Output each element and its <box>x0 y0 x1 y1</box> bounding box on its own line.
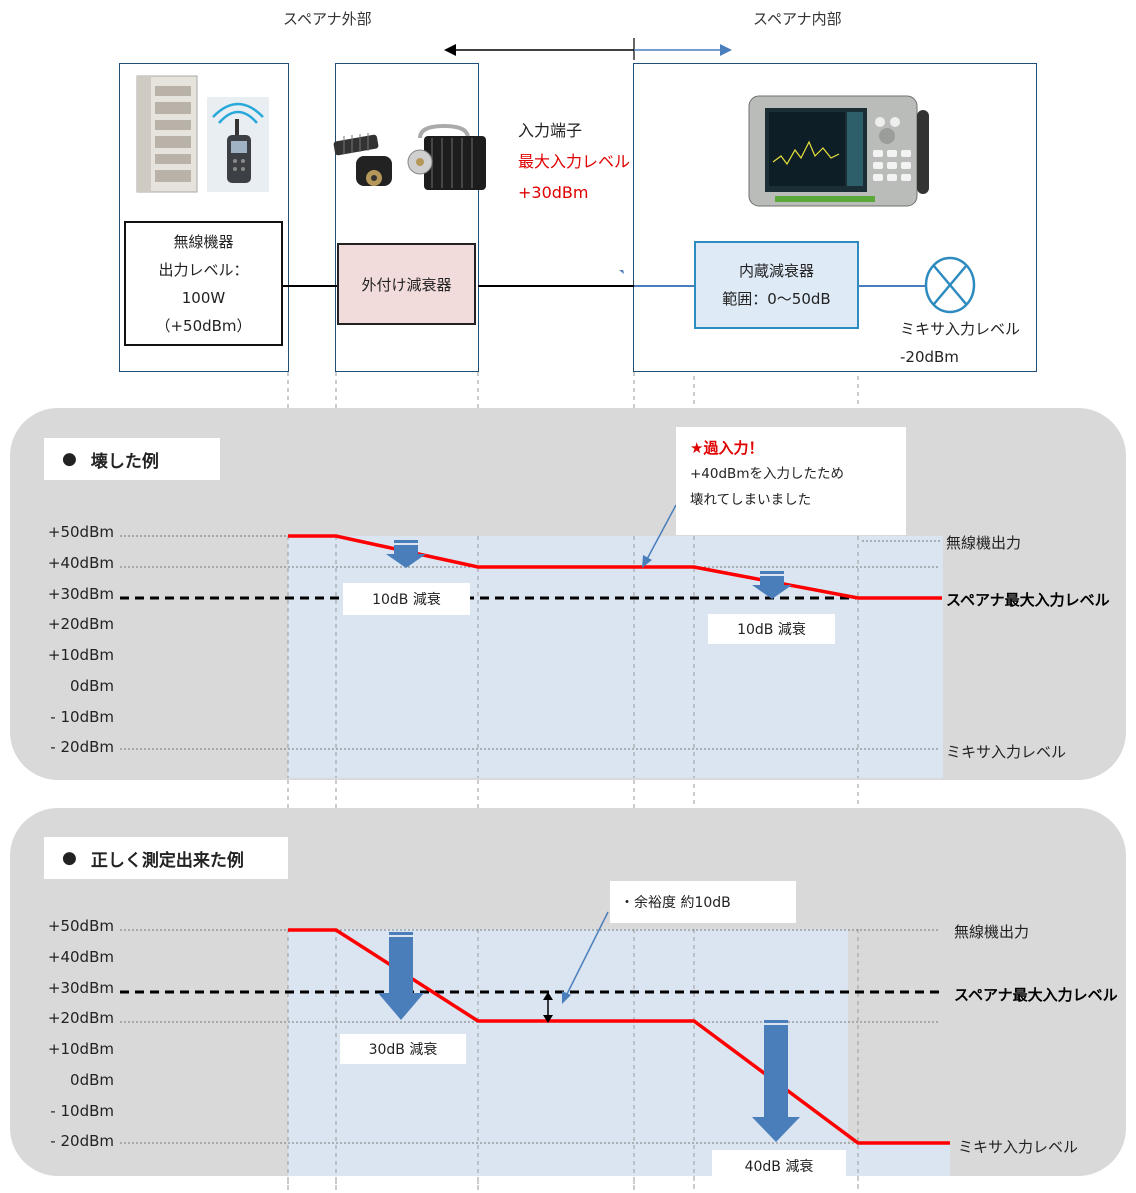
radio-line-4: （+50dBm） <box>155 316 252 335</box>
input-terminal-title: 入力端子 <box>518 121 583 140</box>
correct-atten-arrow-2 <box>752 1020 800 1142</box>
signal-path <box>283 270 926 287</box>
correct-level-line <box>288 928 950 1145</box>
broken-atten-label-1: 10dB 減衰 <box>343 583 470 615</box>
internal-attenuator-box: 内蔵減衰器 範囲：0～50dB <box>694 241 859 329</box>
radio-line-1: 無線機器 <box>173 232 234 251</box>
overload-line-1: +40dBmを入力したため <box>690 466 844 482</box>
spectrum-analyzer-icon <box>748 95 929 207</box>
correct-ytick: - 20dBm <box>50 1132 114 1150</box>
correct-ytick: +50dBm <box>47 917 114 935</box>
correct-ytick: - 10dBm <box>50 1102 114 1120</box>
margin-note: ・余裕度 約10dB <box>610 881 796 923</box>
broken-ytick: - 10dBm <box>50 708 114 726</box>
broken-ytick: +40dBm <box>47 554 114 572</box>
mixer-value: -20dBm <box>900 348 959 366</box>
correct-bullet: ● <box>62 848 77 868</box>
overload-title: ★過入力！ <box>690 439 764 457</box>
broken-atten-arrow-2 <box>752 571 792 599</box>
radio-device-box: 無線機器 出力レベル： 100W （+50dBm） <box>124 221 283 346</box>
overload-callout: ★過入力！ +40dBmを入力したため 壊れてしまいました <box>676 427 906 535</box>
input-terminal-max-value: +30dBm <box>518 183 589 202</box>
broken-atten-arrow-1 <box>386 540 426 568</box>
broken-ytick: +10dBm <box>47 646 114 664</box>
correct-title: 正しく測定出来た例 <box>90 850 244 871</box>
correct-mixer-label: ミキサ入力レベル <box>958 1138 1079 1156</box>
correct-ytick: +30dBm <box>47 979 114 997</box>
attenuator-large-icon <box>407 124 486 190</box>
broken-ytick: +20dBm <box>47 615 114 633</box>
external-attenuator-box: 外付け減衰器 <box>337 243 476 325</box>
correct-ytick: +20dBm <box>47 1009 114 1027</box>
broken-radio-output-label: 無線機出力 <box>946 534 1022 552</box>
correct-title-box: ● 正しく測定出来た例 <box>44 837 288 879</box>
boundary-arrows <box>444 38 732 60</box>
broken-ytick: +50dBm <box>47 523 114 541</box>
correct-ytick: 0dBm <box>70 1071 114 1089</box>
correct-atten-label-1: 30dB 減衰 <box>340 1034 466 1064</box>
outside-label: スペアナ外部 <box>283 10 372 28</box>
correct-atten-label-2: 40dB 減衰 <box>712 1150 846 1182</box>
broken-ytick: - 20dBm <box>50 738 114 756</box>
correct-ytick: +40dBm <box>47 948 114 966</box>
broken-mixer-label: ミキサ入力レベル <box>946 743 1067 761</box>
correct-radio-output-label: 無線機出力 <box>954 923 1030 941</box>
broken-atten-label-2: 10dB 減衰 <box>708 614 835 644</box>
walkie-talkie-icon <box>207 97 269 192</box>
correct-level-area-tail <box>848 1143 950 1176</box>
attenuator-small-icon <box>333 133 392 186</box>
radio-line-3: 100W <box>181 288 226 307</box>
correct-atten-arrow-1 <box>378 932 424 1020</box>
broken-level-area <box>288 536 943 778</box>
broken-bullet: ● <box>62 449 77 469</box>
broken-title: 壊した例 <box>90 451 159 472</box>
radio-line-2: 出力レベル： <box>158 260 249 279</box>
broken-title-box: ● 壊した例 <box>44 438 220 480</box>
broken-ytick: 0dBm <box>70 677 114 695</box>
correct-sa-max-label: スペアナ最大入力レベル <box>954 986 1118 1004</box>
internal-attenuator-title: 内蔵減衰器 <box>738 262 814 280</box>
broken-ytick: +30dBm <box>47 585 114 603</box>
rack-equipment-icon <box>136 75 198 193</box>
overload-line-2: 壊れてしまいました <box>690 492 812 508</box>
correct-ytick: +10dBm <box>47 1040 114 1058</box>
internal-attenuator-range: 範囲：0～50dB <box>722 290 831 308</box>
broken-sa-max-label: スペアナ最大入力レベル <box>946 591 1110 609</box>
mixer-label: ミキサ入力レベル <box>900 320 1021 338</box>
inside-label: スペアナ内部 <box>753 10 842 28</box>
mixer-icon <box>924 256 976 314</box>
broken-level-line <box>288 534 942 600</box>
input-terminal-max-label: 最大入力レベル <box>518 152 631 171</box>
